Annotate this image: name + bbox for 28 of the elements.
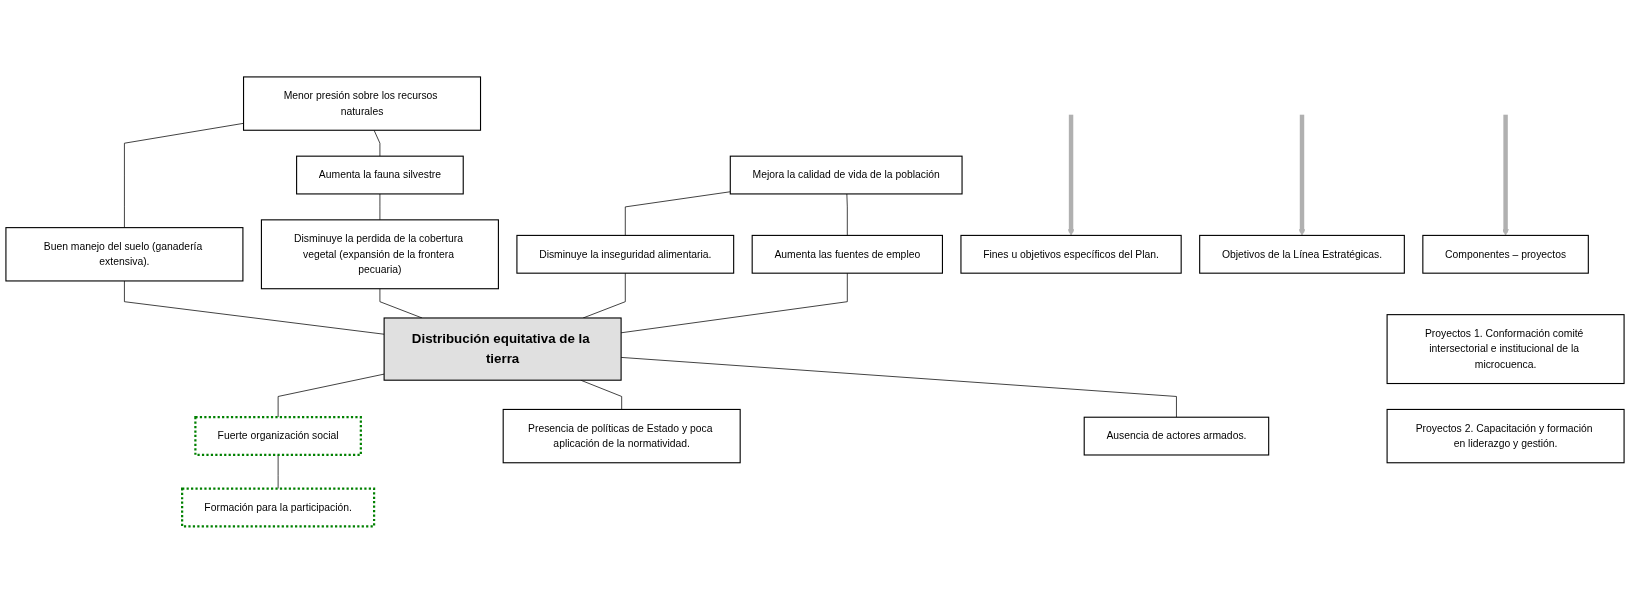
node-box: Distribución equitativa de la tierra (383, 317, 622, 382)
arrow (1298, 115, 1306, 236)
node-box: Menor presión sobre los recursos naturales (243, 76, 482, 132)
arrow (1067, 115, 1075, 236)
node-box: Presencia de políticas de Estado y poca aplicación de la normatividad. (502, 409, 741, 464)
connector (124, 123, 244, 229)
node-box: Proyectos 1. Conformación comité intersectorial e institucional de la microcuenca. (1386, 314, 1625, 385)
connector (379, 193, 381, 221)
node-box: Fuerte organización social (194, 416, 362, 457)
arrow (1502, 115, 1509, 236)
node-box: Disminuye la perdida de la cobertura vegetal (expansión de la frontera pecuaria) (260, 219, 499, 290)
connector (624, 191, 731, 237)
connector (846, 193, 848, 237)
connector (379, 288, 423, 319)
node-box: Buen manejo del suelo (ganadería extensiva). (5, 227, 244, 282)
connector (373, 130, 381, 157)
node-box: Aumenta las fuentes de empleo (751, 235, 943, 275)
node-box: Formación para la participación. (181, 487, 376, 528)
node-box: Proyectos 2. Capacitación y formación en liderazgo y gestión. (1386, 409, 1625, 464)
node-box: Disminuye la inseguridad alimentaria. (516, 235, 735, 275)
node-box: Aumenta la fauna silvestre (296, 155, 464, 195)
node-box: Fines u objetivos específicos del Plan. (960, 235, 1182, 275)
connector (124, 280, 385, 335)
node-box: Ausencia de actores armados. (1083, 416, 1270, 456)
node-box: Objetivos de la Línea Estratégicas. (1199, 235, 1405, 275)
connector (277, 374, 385, 418)
node-box: Componentes – proyectos (1422, 235, 1589, 275)
node-box: Mejora la calidad de vida de la población (729, 155, 963, 195)
